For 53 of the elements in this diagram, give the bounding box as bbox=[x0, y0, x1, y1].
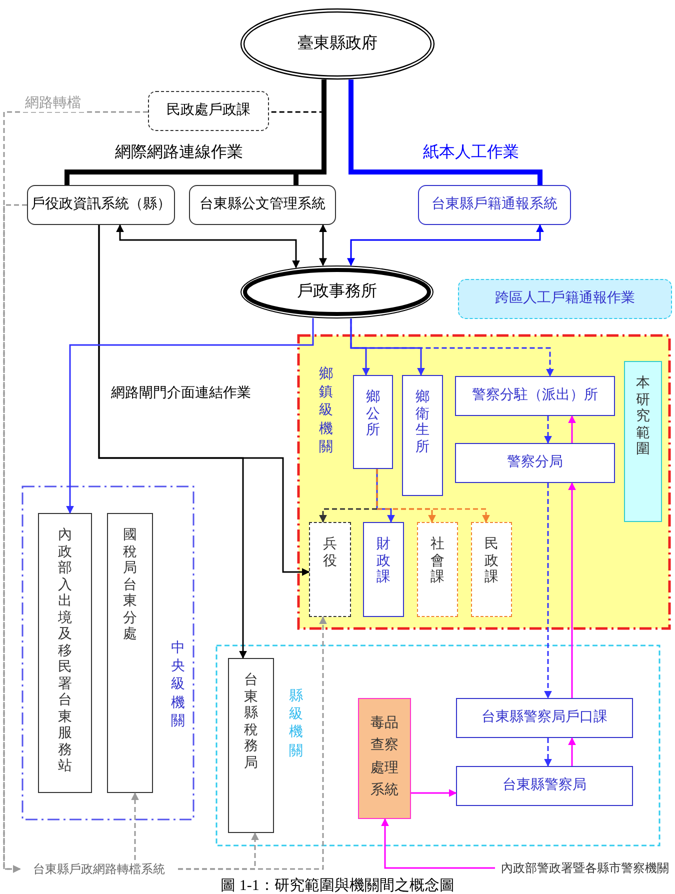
note-text: 內政部警政署暨各縣市警察機關 bbox=[495, 858, 675, 878]
edge-label: 網路轉檔 bbox=[22, 94, 84, 112]
agency-box: 毒品查察處理系統 bbox=[358, 698, 411, 819]
agency-box: 內政部入出境及移民署台東服務站 bbox=[38, 513, 92, 793]
agency-box: 警察分駐（派出）所 bbox=[455, 376, 615, 416]
arrow bbox=[347, 224, 544, 266]
dashed-box: 跨區人工戶籍通報作業 bbox=[458, 279, 672, 319]
group-label: 縣級機關 bbox=[288, 688, 304, 761]
system-box: 戶役政資訊系統（縣） bbox=[27, 185, 175, 225]
agency-box: 國稅局台東分處 bbox=[107, 513, 153, 793]
group-label: 中央級機關 bbox=[170, 640, 186, 731]
arrow bbox=[544, 416, 552, 444]
group-frame bbox=[21, 485, 195, 821]
system-box: 台東縣戶籍通報系統 bbox=[418, 185, 571, 225]
arrow bbox=[98, 225, 310, 576]
agency-box: 台東縣警察局戶口課 bbox=[456, 698, 633, 738]
arrow bbox=[178, 616, 327, 870]
agency-box: 鄉衛生所 bbox=[402, 375, 443, 496]
arrow bbox=[568, 737, 576, 766]
dashed-box: 社會課 bbox=[417, 522, 458, 617]
agency-box: 財政課 bbox=[363, 522, 404, 617]
arrow bbox=[544, 738, 552, 767]
arrow bbox=[411, 789, 457, 797]
arrow bbox=[116, 224, 300, 268]
arrow bbox=[568, 415, 576, 443]
arrow bbox=[350, 318, 554, 377]
system-box: 台東縣公文管理系統 bbox=[189, 185, 336, 225]
office-ellipse: 臺東縣政府 bbox=[240, 8, 435, 80]
arrow bbox=[3, 111, 148, 873]
agency-box: 警察分局 bbox=[455, 443, 615, 483]
agency-box: 台東縣稅務局 bbox=[228, 658, 274, 833]
office-ellipse: 戶政事務所 bbox=[240, 265, 434, 319]
arrow bbox=[376, 469, 490, 523]
group-label: 鄉鎮級機關 bbox=[318, 366, 334, 457]
arrow bbox=[319, 224, 327, 266]
note-text: 台東縣戶政網路轉檔系統 bbox=[20, 860, 178, 878]
dashed-box: 民政課 bbox=[471, 522, 512, 617]
arrow bbox=[131, 792, 139, 860]
connector-line bbox=[294, 80, 326, 185]
arrow bbox=[568, 482, 576, 698]
agency-box: 本研究範圍 bbox=[624, 361, 662, 522]
connector-line bbox=[348, 80, 542, 185]
scope-region bbox=[297, 334, 671, 630]
figure-caption: 圖 1-1：研究範圍與機關間之概念圖 bbox=[220, 878, 454, 894]
group-frame bbox=[215, 644, 661, 847]
arrow bbox=[3, 204, 27, 873]
arrow bbox=[66, 318, 314, 514]
agency-box: 鄉公所 bbox=[353, 375, 393, 469]
dashed-box: 民政處戶政課 bbox=[148, 91, 269, 131]
arrow bbox=[381, 818, 495, 869]
dashed-box: 兵役 bbox=[309, 522, 351, 617]
agency-box: 台東縣警察局 bbox=[456, 766, 633, 806]
arrow bbox=[544, 483, 552, 699]
